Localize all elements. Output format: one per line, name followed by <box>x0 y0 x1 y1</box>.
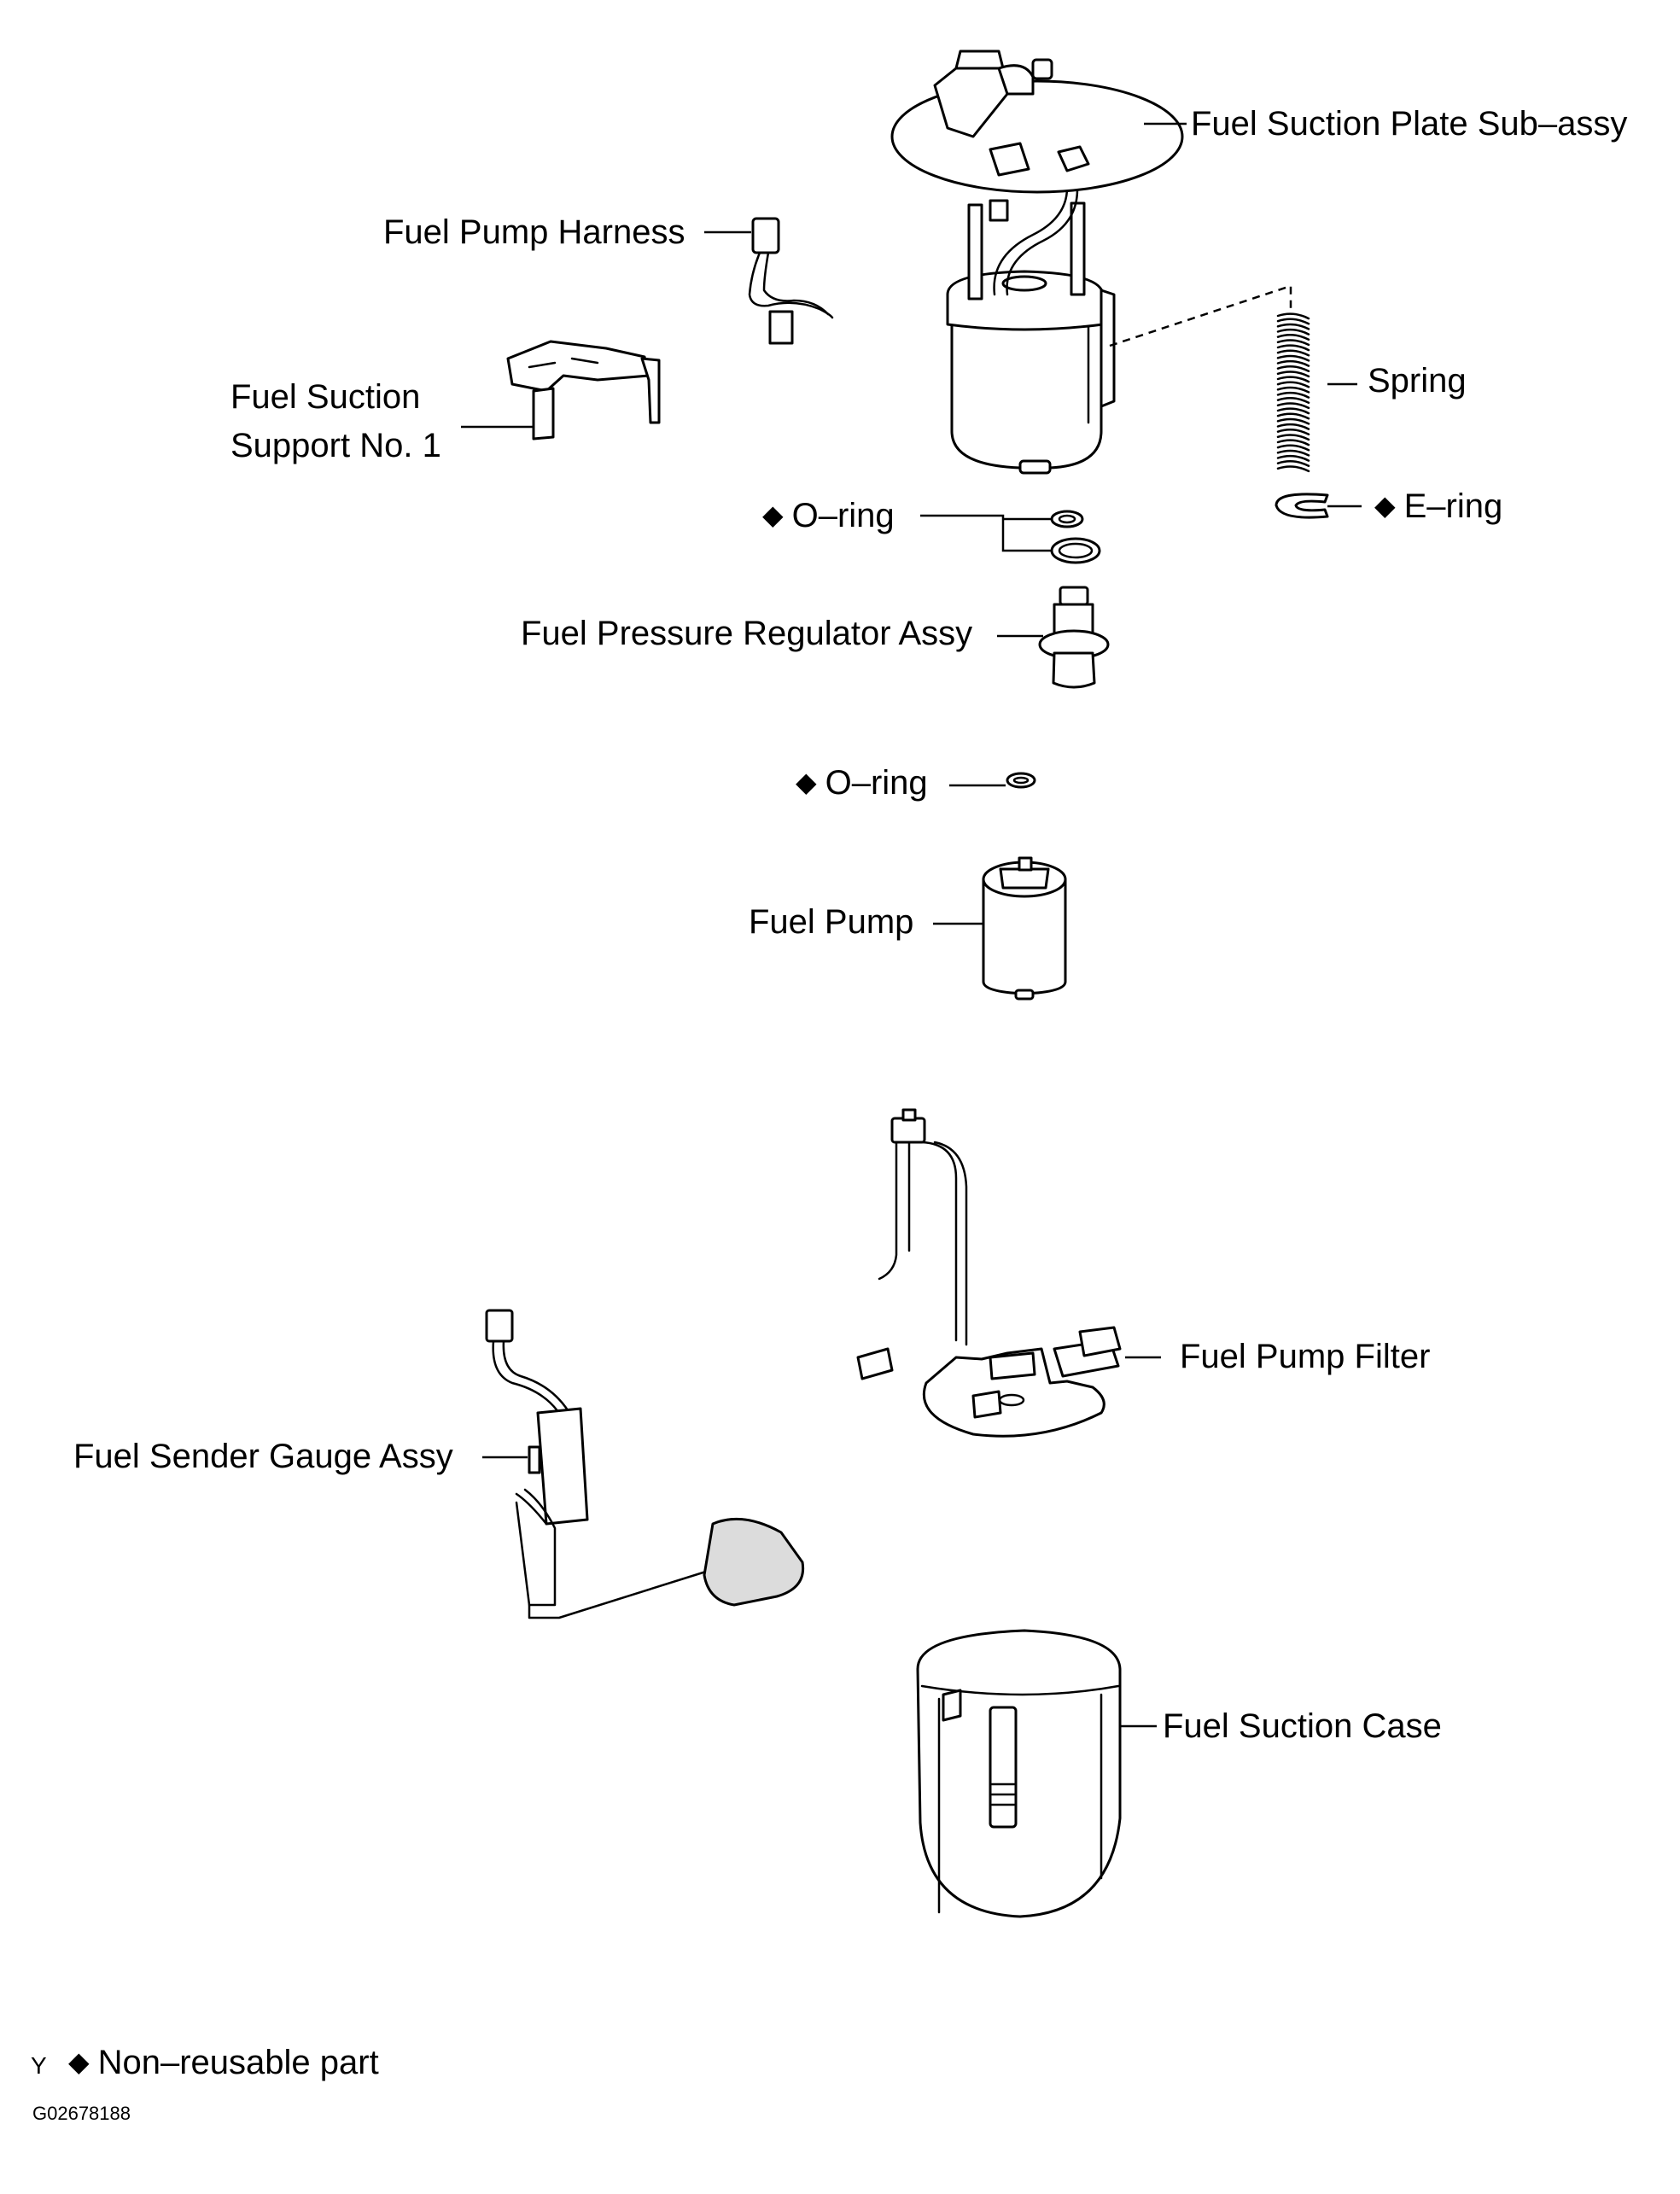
label-o-ring-upper: ◆O–ring <box>762 495 895 538</box>
label-fuel-suction-case: Fuel Suction Case <box>1163 1707 1442 1745</box>
o-ring-upper-drawing <box>1050 510 1101 564</box>
label-fuel-suction-plate: Fuel Suction Plate Sub–assy <box>1191 105 1628 143</box>
fuel-pump-filter-drawing <box>856 1108 1122 1438</box>
non-reusable-diamond-icon: ◆ <box>1374 490 1396 521</box>
fuel-suction-support-drawing <box>506 340 661 441</box>
non-reusable-diamond-icon: ◆ <box>796 767 817 797</box>
label-spring: Spring <box>1368 362 1467 400</box>
label-o-ring-lower: ◆ O–ring <box>796 762 928 805</box>
label-fuel-pressure-regulator: Fuel Pressure Regulator Assy <box>521 615 973 652</box>
label-fuel-suction-support-line1: Fuel Suction <box>230 378 421 416</box>
non-reusable-diamond-icon: ◆ <box>68 2046 90 2077</box>
spring-drawing <box>1276 312 1310 473</box>
fuel-suction-plate-drawing <box>890 50 1184 475</box>
label-e-ring: ◆E–ring <box>1374 486 1502 528</box>
fuel-pump-drawing <box>982 856 1067 1001</box>
label-o-ring-upper-text: O–ring <box>791 497 895 534</box>
label-fuel-sender-gauge: Fuel Sender Gauge Assy <box>73 1438 453 1475</box>
label-o-ring-lower-text: O–ring <box>825 764 928 802</box>
label-fuel-pump: Fuel Pump <box>749 903 914 941</box>
fuel-pressure-regulator-drawing <box>1038 586 1110 689</box>
figure-id: G02678188 <box>32 2103 131 2124</box>
label-fuel-suction-support-line2: Support No. 1 <box>230 427 441 464</box>
leader-lines <box>461 122 1362 1728</box>
fuel-sender-gauge-drawing <box>485 1309 805 1619</box>
non-reusable-diamond-icon: ◆ <box>762 499 784 530</box>
label-fuel-pump-harness: Fuel Pump Harness <box>383 213 685 251</box>
legend: ◆Non–reusable part <box>68 2042 379 2085</box>
o-ring-lower-drawing <box>1006 772 1036 789</box>
legend-text: Non–reusable part <box>97 2044 379 2081</box>
fuel-suction-case-drawing <box>916 1629 1122 1918</box>
corner-mark: Y <box>31 2052 47 2079</box>
fuel-pump-harness-drawing <box>748 217 834 345</box>
label-fuel-pump-filter: Fuel Pump Filter <box>1180 1338 1431 1375</box>
e-ring-drawing <box>1275 493 1329 519</box>
label-e-ring-text: E–ring <box>1403 487 1503 525</box>
